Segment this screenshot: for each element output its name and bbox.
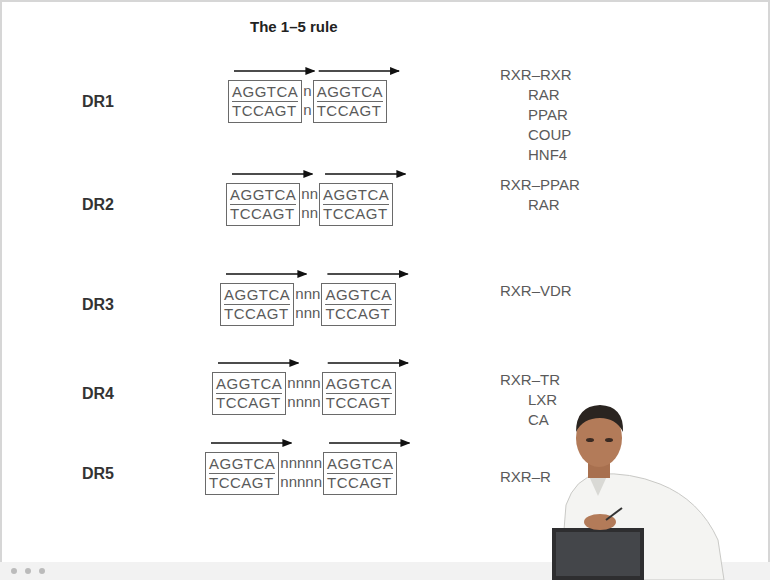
half-site-strand: AGGTCA [209, 455, 275, 473]
half-site-strand: TCCAGT [224, 304, 290, 323]
half-site-strand: TCCAGT [209, 473, 275, 492]
spacer-nucleotides: nnnnn [280, 454, 322, 472]
lecturer-figure [552, 405, 724, 580]
receptor-name: RXR–VDR [500, 282, 572, 300]
spacer-nucleotides: nn [301, 185, 318, 203]
sequence-box: AGGTCATCCAGT [226, 183, 300, 226]
receptor-name: HNF4 [528, 146, 567, 164]
element-name: DR4 [82, 385, 114, 403]
half-site-strand: TCCAGT [232, 101, 298, 120]
toolbar-icon [11, 568, 17, 574]
toolbar-icon [25, 568, 31, 574]
sequence-box: AGGTCATCCAGT [319, 183, 393, 226]
half-site-strand: TCCAGT [326, 393, 392, 412]
spacer-nucleotides: nn [301, 204, 318, 222]
slide-title: The 1–5 rule [250, 18, 338, 36]
half-site-strand: TCCAGT [317, 101, 383, 120]
half-site-strand: TCCAGT [323, 204, 389, 223]
sequence-box: AGGTCATCCAGT [212, 372, 286, 415]
half-site-strand: AGGTCA [232, 83, 298, 101]
sequence-box: AGGTCATCCAGT [220, 283, 294, 326]
half-site-strand: TCCAGT [216, 393, 282, 412]
receptor-name: RXR–PPAR [500, 176, 580, 194]
element-name: DR5 [82, 465, 114, 483]
receptor-name: RXR–R [500, 468, 551, 486]
element-name: DR1 [82, 93, 114, 111]
half-site-strand: AGGTCA [230, 186, 296, 204]
half-site-strand: TCCAGT [325, 304, 391, 323]
toolbar-icon [39, 568, 45, 574]
orientation-arrow [218, 362, 298, 364]
orientation-arrow [325, 173, 405, 175]
receptor-name: RXR–TR [500, 371, 560, 389]
sequence-box: AGGTCATCCAGT [322, 372, 396, 415]
element-name: DR3 [82, 296, 114, 314]
receptor-name: COUP [528, 126, 571, 144]
orientation-arrow [232, 173, 312, 175]
half-site-strand: AGGTCA [327, 455, 393, 473]
receptor-name: LXR [528, 391, 557, 409]
orientation-arrow [329, 442, 409, 444]
spacer-nucleotides: nnnnn [280, 473, 322, 491]
half-site-strand: AGGTCA [326, 375, 392, 393]
receptor-name: PPAR [528, 106, 568, 124]
half-site-strand: TCCAGT [230, 204, 296, 223]
sequence-box: AGGTCATCCAGT [321, 283, 395, 326]
orientation-arrow [328, 362, 408, 364]
sequence-box: AGGTCATCCAGT [313, 80, 387, 123]
sequence-box: AGGTCATCCAGT [205, 452, 279, 495]
half-site-strand: TCCAGT [327, 473, 393, 492]
half-site-strand: AGGTCA [325, 286, 391, 304]
spacer-nucleotides: nnnn [287, 393, 320, 411]
half-site-strand: AGGTCA [216, 375, 282, 393]
half-site-strand: AGGTCA [323, 186, 389, 204]
orientation-arrow [234, 70, 314, 72]
orientation-arrow [211, 442, 291, 444]
spacer-nucleotides: nnn [295, 285, 320, 303]
receptor-name: RAR [528, 86, 560, 104]
spacer-nucleotides: nnnn [287, 374, 320, 392]
sequence-box: AGGTCATCCAGT [323, 452, 397, 495]
spacer-nucleotides: nnn [295, 304, 320, 322]
sequence-box: AGGTCATCCAGT [228, 80, 302, 123]
orientation-arrow [319, 70, 399, 72]
spacer-nucleotides: n [303, 82, 311, 100]
orientation-arrow [226, 273, 306, 275]
receptor-name: RAR [528, 196, 560, 214]
half-site-strand: AGGTCA [224, 286, 290, 304]
receptor-name: RXR–RXR [500, 66, 572, 84]
half-site-strand: AGGTCA [317, 83, 383, 101]
spacer-nucleotides: n [303, 101, 311, 119]
element-name: DR2 [82, 196, 114, 214]
receptor-name: CA [528, 411, 549, 429]
orientation-arrow [327, 273, 407, 275]
